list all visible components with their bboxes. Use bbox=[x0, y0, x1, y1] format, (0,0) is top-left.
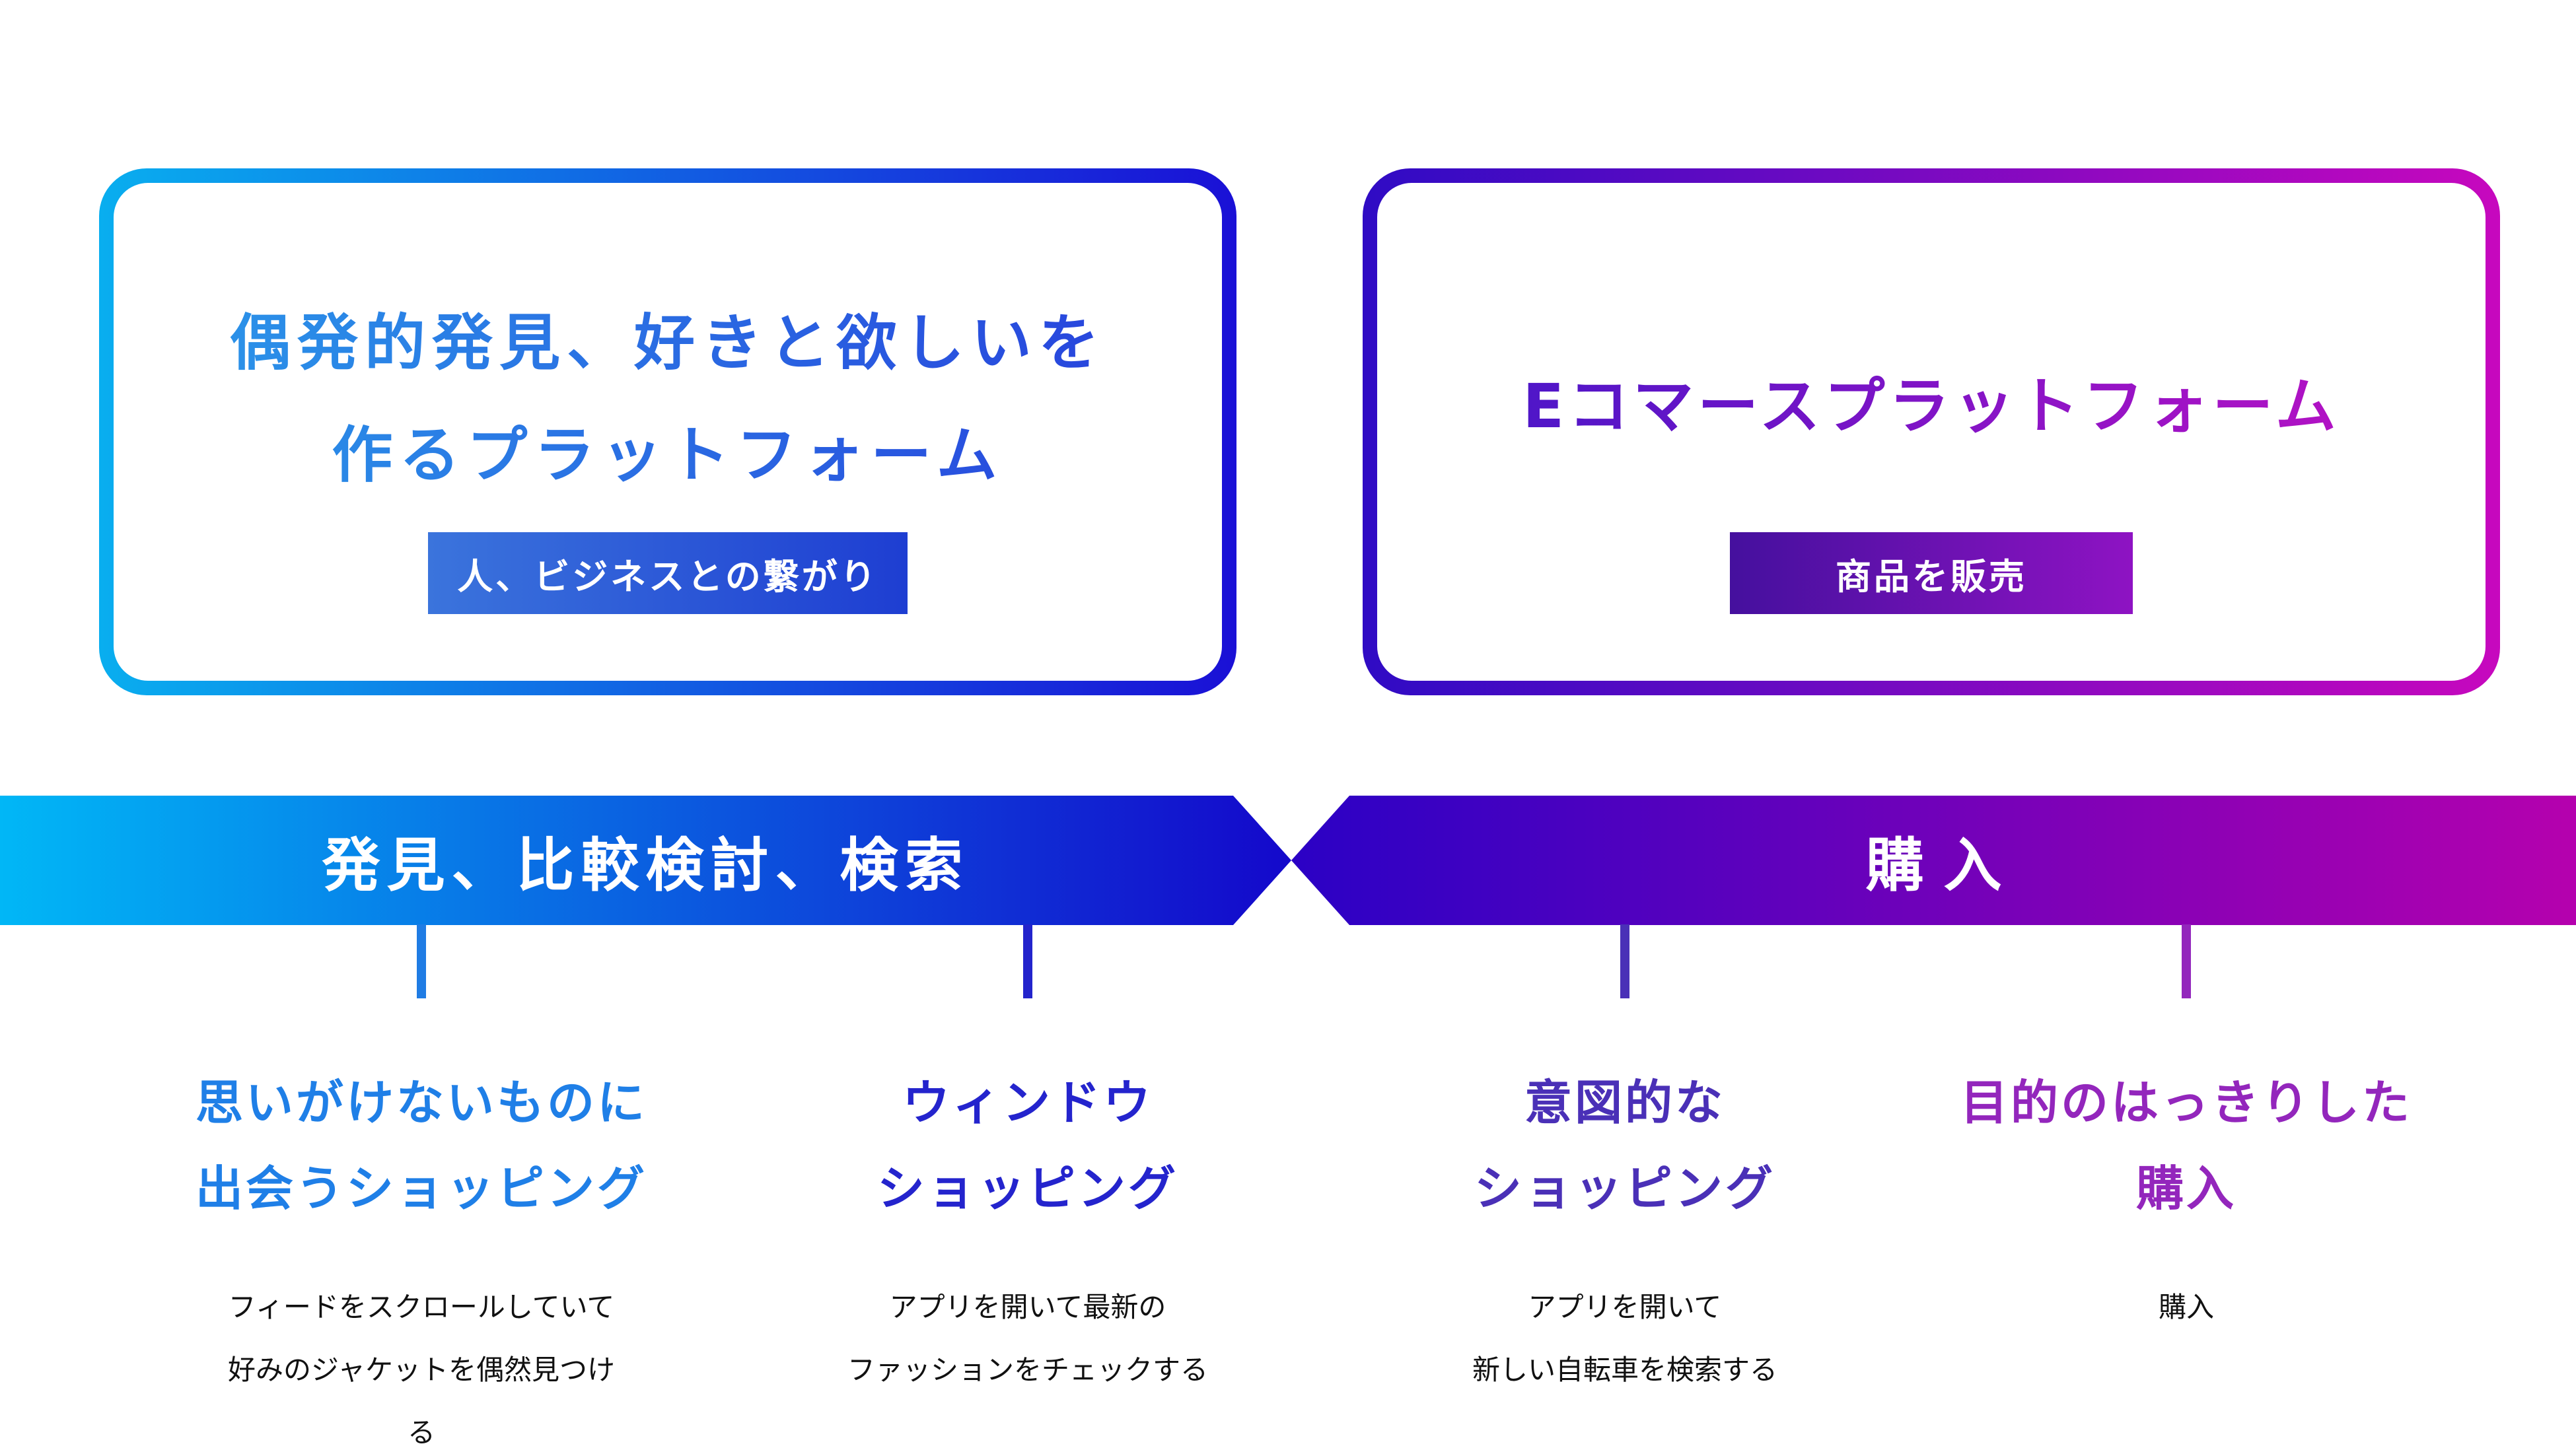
ecommerce-platform-card: Eコマースプラットフォーム 商品を販売 bbox=[1363, 168, 2500, 695]
heading-line: ショッピング bbox=[1474, 1161, 1775, 1216]
ecommerce-platform-title-line1: Eコマースプラットフォーム bbox=[1522, 371, 2340, 442]
journey-column-description: フィードをスクロールしていて 好みのジャケットを偶然見つけ る bbox=[184, 1276, 659, 1450]
heading-line: ウィンドウ bbox=[902, 1075, 1153, 1130]
sell-products-badge: 商品を販売 bbox=[1730, 532, 2133, 614]
discovery-platform-title-line2: 作るプラットフォーム bbox=[332, 420, 1004, 491]
journey-column-window-shopping: ウィンドウ ショッピング アプリを開いて最新の ファッションをチェックする bbox=[790, 1060, 1266, 1401]
heading-line: ショッピング bbox=[877, 1161, 1178, 1216]
ecommerce-platform-title: Eコマースプラットフォーム bbox=[1363, 351, 2500, 463]
journey-column-heading: 目的のはっきりした 購入 bbox=[1949, 1060, 2424, 1231]
stage-discovery-arrow-banner: 発見、比較検討、検索 bbox=[0, 796, 1291, 925]
journey-column-description: 購入 bbox=[1949, 1276, 2424, 1338]
stage-purchase-arrow-banner: 購入 bbox=[1291, 796, 2576, 925]
journey-column-serendipitous: 思いがけないものに 出会うショッピング フィードをスクロールしていて 好みのジャ… bbox=[184, 1060, 659, 1450]
description-line: る bbox=[407, 1416, 435, 1449]
connector-line-serendipitous bbox=[417, 924, 426, 998]
description-line: 購入 bbox=[2158, 1291, 2214, 1323]
description-line: アプリを開いて最新の bbox=[889, 1291, 1166, 1323]
description-line: 新しい自転車を検索する bbox=[1472, 1354, 1777, 1386]
description-line: 好みのジャケットを偶然見つけ bbox=[228, 1354, 615, 1386]
description-line: アプリを開いて bbox=[1528, 1291, 1722, 1323]
discovery-platform-title: 偶発的発見、好きと欲しいを 作るプラットフォーム bbox=[99, 287, 1236, 512]
heading-line: 思いがけないものに bbox=[195, 1075, 647, 1130]
description-line: フィードをスクロールしていて bbox=[228, 1291, 615, 1323]
discovery-platform-title-line1: 偶発的発見、好きと欲しいを bbox=[229, 308, 1106, 378]
heading-line: 意図的な bbox=[1524, 1075, 1725, 1130]
journey-column-description: アプリを開いて 新しい自転車を検索する bbox=[1387, 1276, 1863, 1401]
journey-column-heading: 思いがけないものに 出会うショッピング bbox=[184, 1060, 659, 1231]
heading-line: 購入 bbox=[2135, 1161, 2236, 1216]
connector-line-purposeful bbox=[2182, 924, 2191, 998]
journey-column-description: アプリを開いて最新の ファッションをチェックする bbox=[790, 1276, 1266, 1401]
journey-column-intentional: 意図的な ショッピング アプリを開いて 新しい自転車を検索する bbox=[1387, 1060, 1863, 1401]
heading-line: 出会うショッピング bbox=[195, 1161, 647, 1216]
connector-line-window-shopping bbox=[1023, 924, 1032, 998]
discovery-platform-card: 偶発的発見、好きと欲しいを 作るプラットフォーム 人、ビジネスとの繋がり bbox=[99, 168, 1236, 695]
heading-line: 目的のはっきりした bbox=[1960, 1075, 2412, 1130]
journey-column-heading: 意図的な ショッピング bbox=[1387, 1060, 1863, 1231]
journey-column-heading: ウィンドウ ショッピング bbox=[790, 1060, 1266, 1231]
stage-purchase-label: 購入 bbox=[1865, 831, 2022, 899]
journey-column-purposeful: 目的のはっきりした 購入 購入 bbox=[1949, 1060, 2424, 1338]
connection-badge: 人、ビジネスとの繋がり bbox=[428, 532, 908, 614]
description-line: ファッションをチェックする bbox=[847, 1354, 1208, 1386]
connector-line-intentional bbox=[1620, 924, 1629, 998]
stage-discovery-label: 発見、比較検討、検索 bbox=[322, 831, 970, 899]
